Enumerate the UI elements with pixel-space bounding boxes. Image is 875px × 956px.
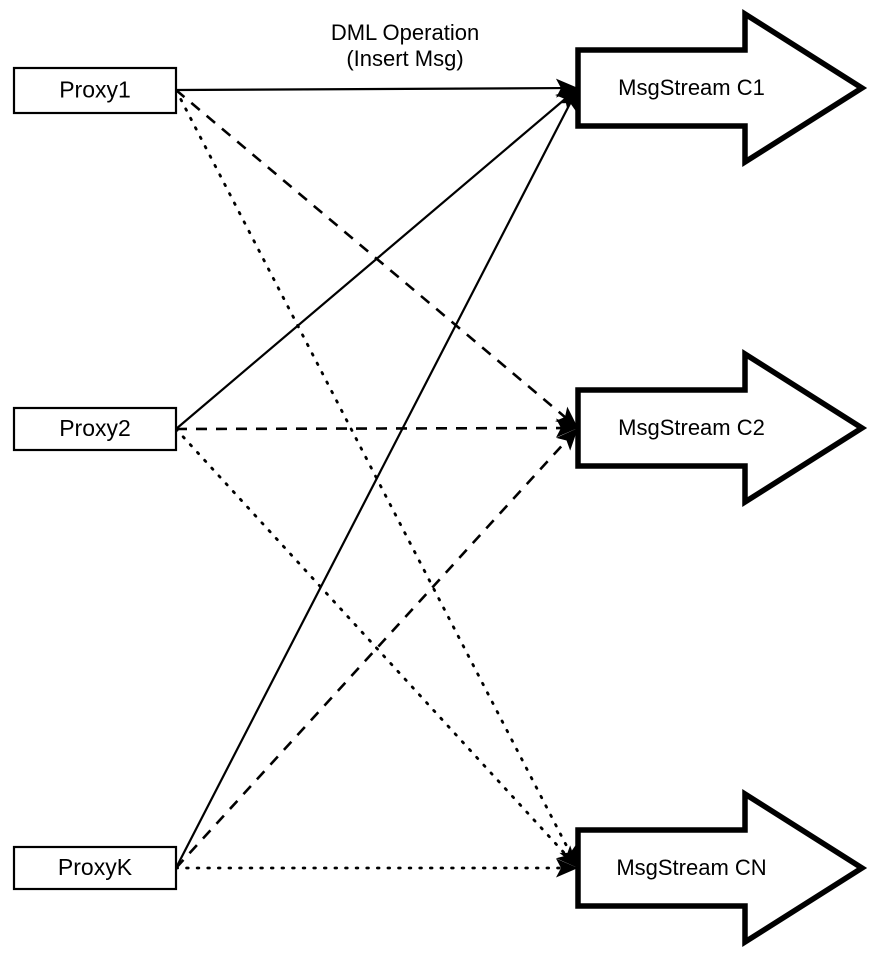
msgstream-block-arrow-shape	[575, 349, 868, 507]
proxy-label: ProxyK	[58, 854, 133, 880]
connections-layer	[174, 78, 578, 878]
connector-p2-c2	[175, 418, 578, 438]
msgstream-node-stream-cn[interactable]: MsgStream CN	[575, 789, 868, 947]
connector-arrowhead-icon	[556, 428, 578, 451]
connector-pk-cn	[174, 858, 578, 878]
msgstream-node-stream-c1[interactable]: MsgStream C1	[575, 9, 868, 167]
connector-arrowhead-icon	[555, 78, 578, 98]
msgstream-block-arrow-shape	[575, 789, 868, 947]
proxy-label: Proxy1	[59, 77, 131, 103]
proxy-node-proxyK[interactable]: ProxyK	[12, 845, 178, 891]
connector-arrowhead-icon	[559, 88, 578, 112]
connector-line-dashed	[175, 438, 569, 869]
proxy-node-proxy2[interactable]: Proxy2	[12, 406, 178, 452]
msgstream-block-arrow-shape	[575, 9, 868, 167]
streams-layer: MsgStream C1 MsgStream C2 MsgStream CN	[575, 9, 868, 947]
msgstream-label: MsgStream CN	[616, 855, 766, 880]
proxy-box-rect	[12, 845, 178, 891]
connector-arrowhead-icon	[556, 858, 578, 878]
connector-arrowhead-icon	[555, 418, 578, 438]
connector-line-dotted	[174, 88, 573, 856]
connector-p2-cn	[174, 427, 578, 868]
msgstream-label: MsgStream C2	[618, 415, 765, 440]
proxy-node-proxy1[interactable]: Proxy1	[12, 66, 178, 115]
proxy-box-rect	[12, 66, 178, 115]
proxy-label: Proxy2	[59, 415, 131, 441]
connector-line-solid	[175, 86, 563, 92]
connector-line-dashed	[175, 89, 567, 419]
caption-layer: DML Operation (Insert Msg)	[331, 20, 479, 71]
dml-operation-caption-line1: DML Operation	[331, 20, 479, 45]
connector-pk-c1	[175, 88, 578, 869]
connector-line-solid	[175, 97, 567, 430]
connector-line-dotted	[174, 427, 569, 858]
connector-line-solid	[175, 101, 572, 869]
connector-pk-c2	[175, 428, 578, 869]
dml-operation-caption-line2: (Insert Msg)	[346, 46, 463, 71]
connector-arrowhead-icon	[556, 845, 578, 868]
proxy-box-rect	[12, 406, 178, 452]
msgstream-label: MsgStream C1	[618, 75, 765, 100]
connector-p1-c1	[175, 78, 578, 98]
connector-line-dashed	[175, 426, 563, 431]
msgstream-node-stream-c2[interactable]: MsgStream C2	[575, 349, 868, 507]
